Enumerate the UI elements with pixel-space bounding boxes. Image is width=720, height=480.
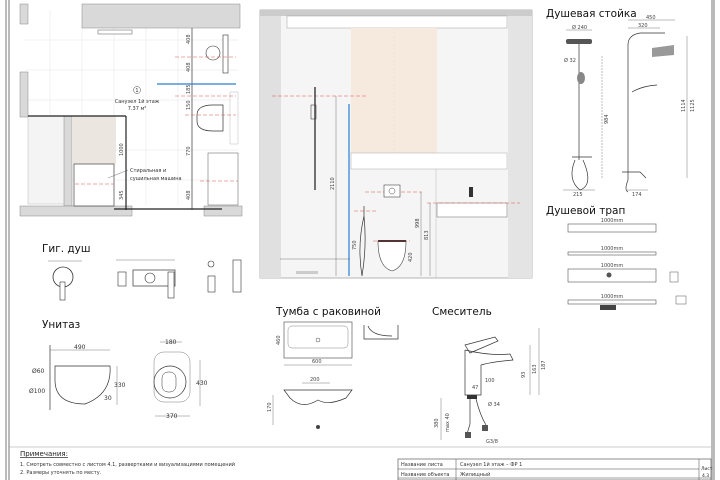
mixer-dim: 163 <box>532 364 538 374</box>
plan-dim: 185 <box>186 84 192 94</box>
toilet-dim: 180 <box>165 339 177 346</box>
vanity-dim: 600 <box>312 359 322 365</box>
vanity-dim: 460 <box>276 335 282 345</box>
object-name-label: Название объекта <box>401 472 449 478</box>
sheet-label: Лист <box>701 466 713 472</box>
vanity-title: Тумба с раковиной <box>275 306 381 318</box>
drain-dim: 1000mm <box>601 246 624 252</box>
elevation-dim: 420 <box>408 252 414 262</box>
shower-rack-drawing: Душевая стойка Ø 240 Ø 32 450 320 1114 1… <box>546 8 696 198</box>
appliance-label-line-1: Стиральная и <box>130 168 166 174</box>
mixer-dim: 187 <box>541 360 547 370</box>
shower-drain-title: Душевой трап <box>546 205 625 217</box>
note-item: 1. Смотреть совместно с листом 4.1, разв… <box>20 461 235 468</box>
elevation-dim: 813 <box>424 230 430 240</box>
shower-rack-dim: 174 <box>632 192 642 198</box>
toilet-dim: Ø100 <box>29 388 45 395</box>
notes: Примечания: 1. Смотреть совместно с лист… <box>20 450 235 476</box>
note-item: 2. Размеры уточнять по месту. <box>20 470 102 476</box>
plan-dim: 770 <box>186 146 192 156</box>
sheet-name-label: Название листа <box>401 462 443 468</box>
toilet-dim: 370 <box>166 413 178 420</box>
mixer-dim: max 40 <box>445 413 451 432</box>
title-block: Название листа Санузел 1й этаж – ФР 1 На… <box>397 458 713 480</box>
room-number: 1 <box>135 88 138 94</box>
drain-dim: 1000mm <box>601 294 624 300</box>
appliance-label-line-2: сушильная машина <box>130 176 182 182</box>
plan-dim: 1000 <box>119 143 125 156</box>
mixer-dim: 100 <box>485 378 495 384</box>
mixer-dim: 47 <box>472 385 478 391</box>
mixer-drawing: Смеситель 187 163 100 47 Ø 34 93 380 max… <box>432 306 547 445</box>
toilet-dim: 490 <box>74 344 86 351</box>
shower-rack-title: Душевая стойка <box>546 8 637 20</box>
plan-dim: 408 <box>186 34 192 44</box>
room-name: Санузел 1й этаж <box>115 98 160 105</box>
plan-dim: 150 <box>186 100 192 110</box>
mixer-dim: G3/8 <box>486 439 498 445</box>
hygienic-shower-drawing: Гиг. душ <box>42 243 242 301</box>
shower-rack-dim: 215 <box>573 192 583 198</box>
wall-elevation: 2110 750 998 813 420 <box>259 9 533 279</box>
shower-rack-dim: 1125 <box>690 99 696 112</box>
plan-dim: 408 <box>186 190 192 200</box>
elevation-dim: 750 <box>352 240 358 250</box>
notes-heading: Примечания: <box>20 450 68 458</box>
toilet-drawing: Унитаз 490 Ø60 330 Ø100 30 180 430 370 <box>29 319 208 420</box>
object-name: Жилищный <box>460 471 490 478</box>
plan-dim: 345 <box>119 190 125 200</box>
shower-rack-dim: 984 <box>604 114 610 124</box>
drain-dim: 1000mm <box>601 218 624 224</box>
elevation-dim: 998 <box>415 218 421 228</box>
shower-rack-dim: 1114 <box>681 99 687 112</box>
toilet-dim: 430 <box>196 380 208 387</box>
sheet-frame <box>5 0 715 480</box>
shower-rack-dim: 450 <box>646 15 656 21</box>
drain-dim: 1000mm <box>601 263 624 269</box>
mixer-dim: 380 <box>434 418 440 428</box>
mixer-dim: 93 <box>521 372 527 378</box>
toilet-dim: 30 <box>104 395 112 402</box>
floor-plan: 1 Санузел 1й этаж 7.37 м² Стиральная и с… <box>19 3 243 217</box>
toilet-dim: 330 <box>114 382 126 389</box>
shower-rack-dim: Ø 32 <box>564 57 576 64</box>
mixer-title: Смеситель <box>432 306 492 318</box>
vanity-drawing: Тумба с раковиной 600 460 200 170 <box>267 306 399 429</box>
elevation-dim: 2110 <box>330 177 336 190</box>
toilet-dim: Ø60 <box>32 368 45 375</box>
sheet-name: Санузел 1й этаж – ФР 1 <box>460 461 522 468</box>
room-area: 7.37 м² <box>128 106 147 112</box>
plan-dim: 408 <box>186 62 192 72</box>
mixer-dim: Ø 34 <box>488 401 500 408</box>
vanity-dim: 200 <box>310 377 320 383</box>
toilet-title: Унитаз <box>42 319 80 331</box>
hygienic-shower-title: Гиг. душ <box>42 243 91 255</box>
shower-drain-drawing: Душевой трап 1000mm 1000mm 1000mm 1000mm <box>546 205 687 310</box>
shower-rack-dim: 320 <box>638 23 648 29</box>
shower-rack-dim: Ø 240 <box>572 24 587 31</box>
vanity-dim: 170 <box>267 402 273 412</box>
sheet-number: 4.3 <box>702 473 709 479</box>
